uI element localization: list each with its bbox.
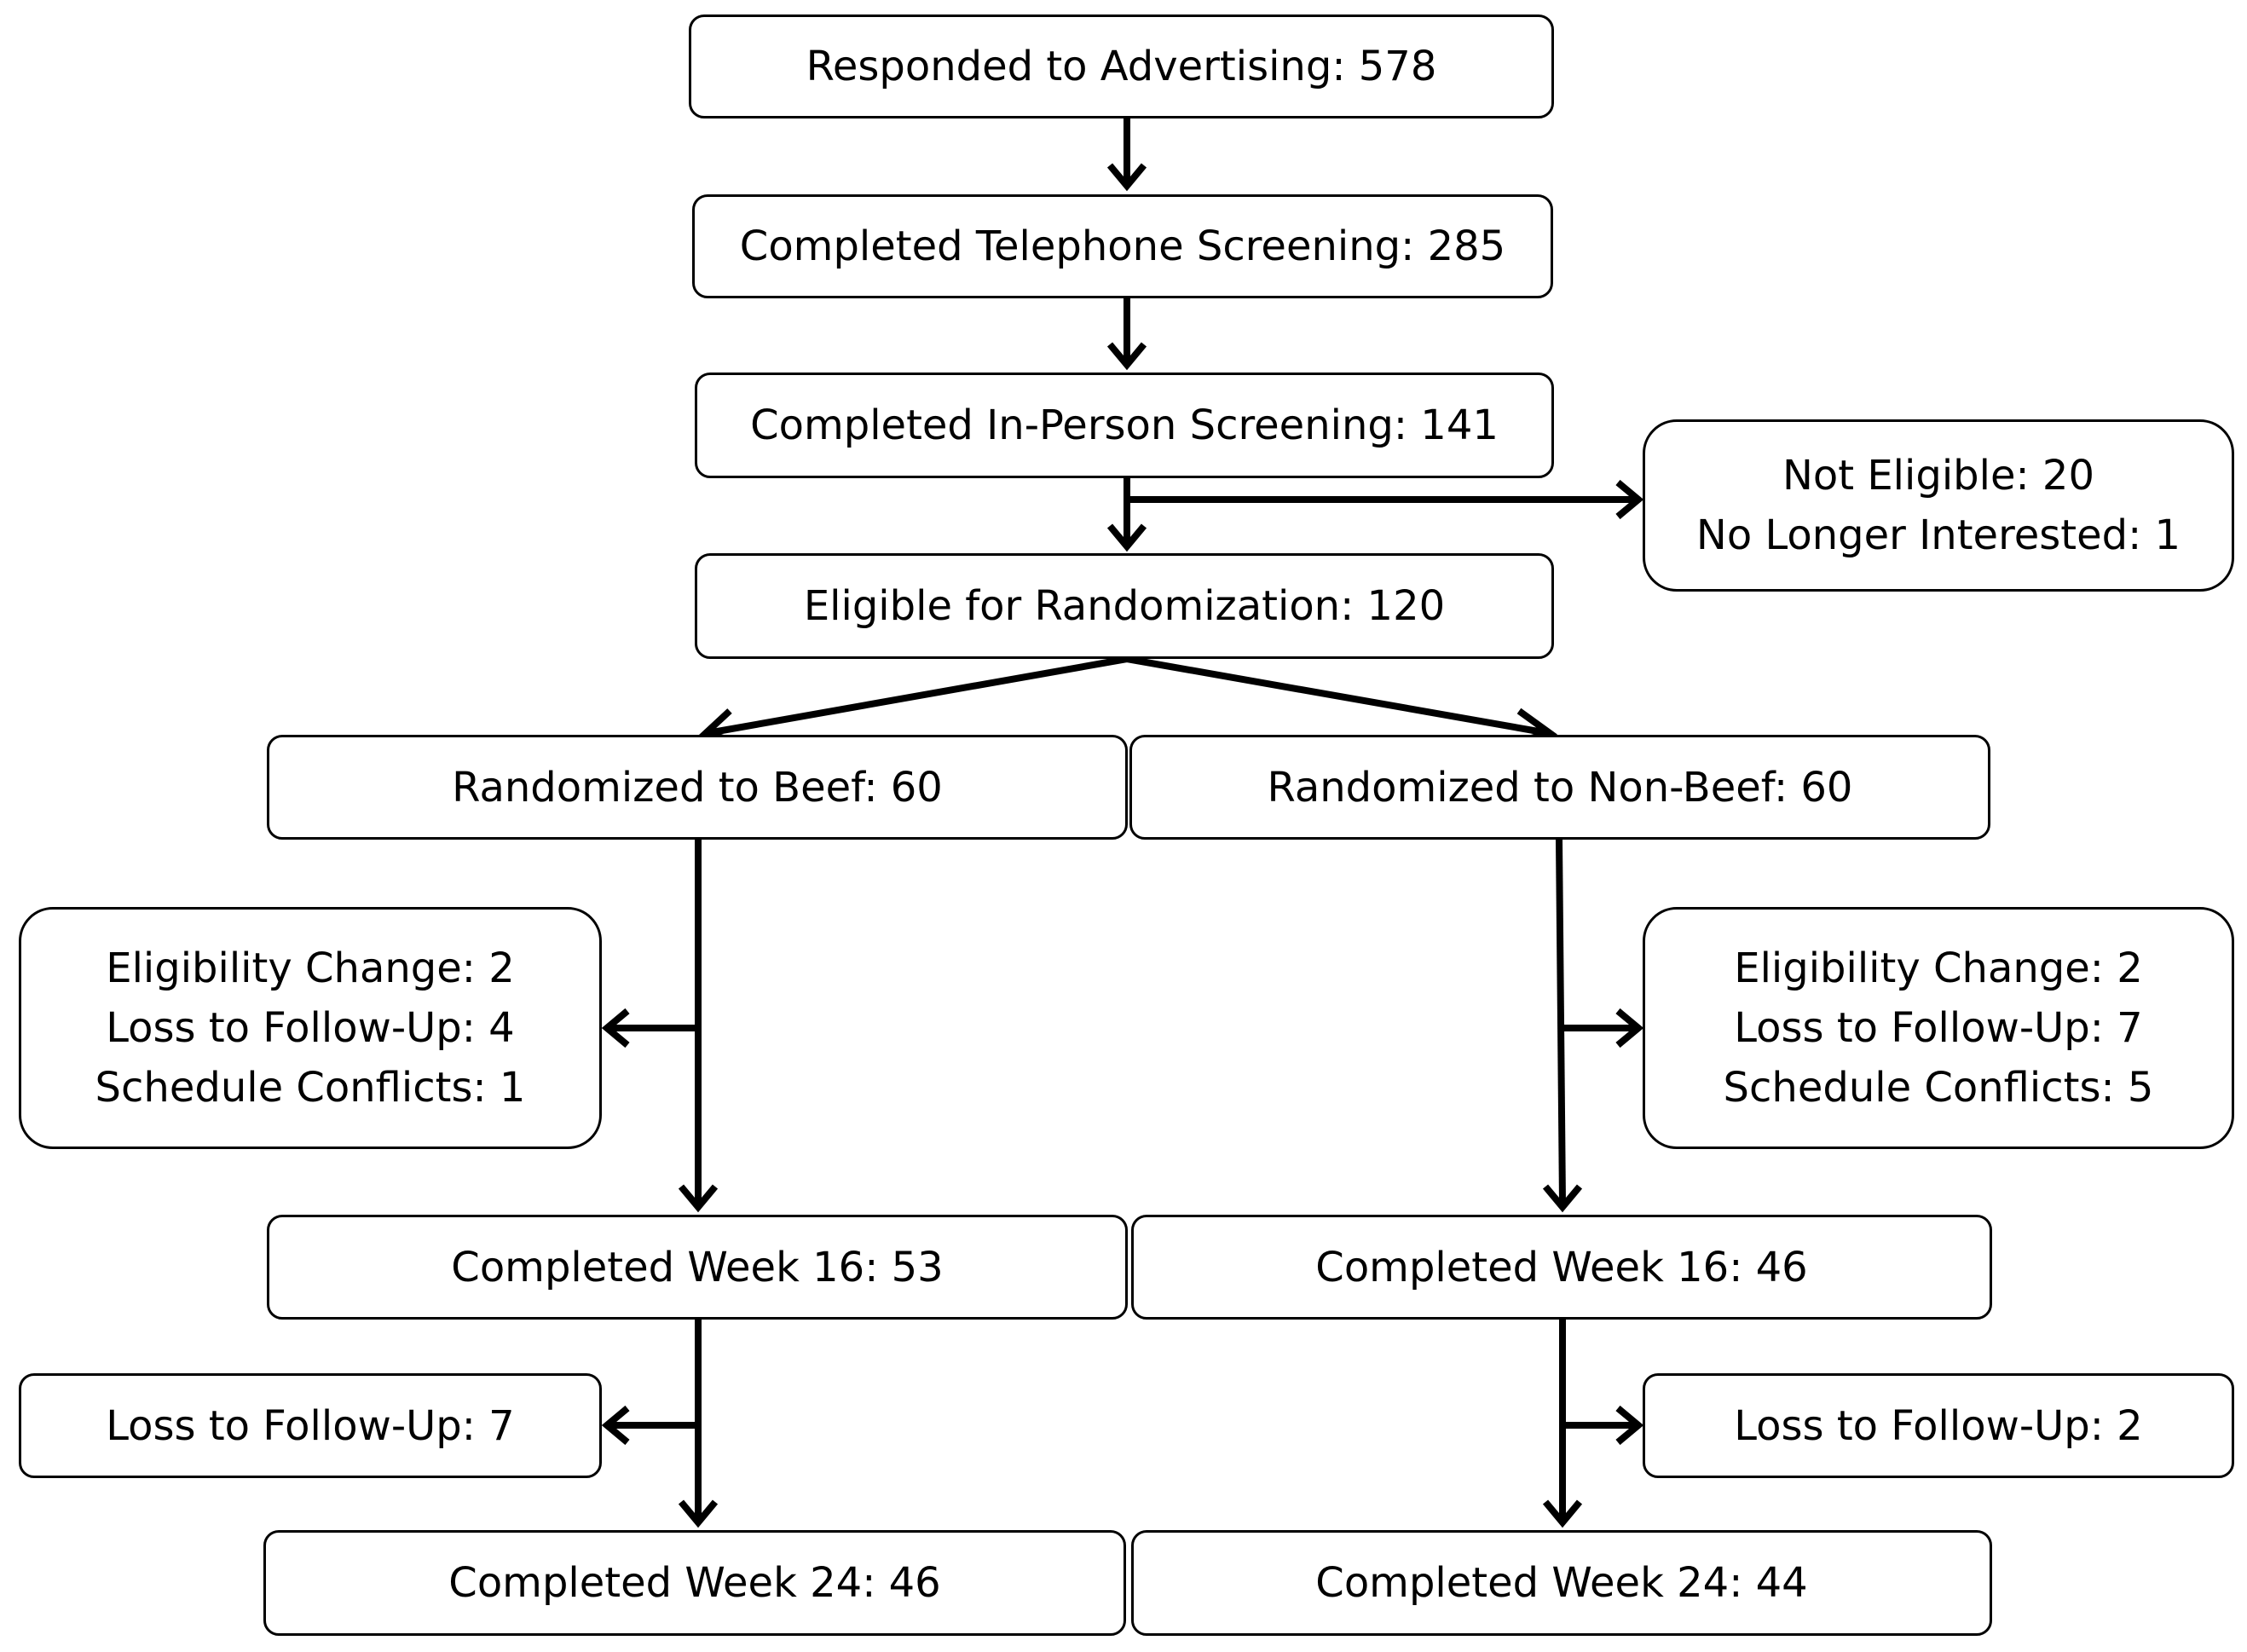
inperson-screening-box: Completed In-Person Screening: 141	[695, 373, 1554, 478]
arrowhead-screening-exclusion	[1615, 479, 1644, 520]
no-longer-interested-label: No Longer Interested: 1	[1695, 511, 2181, 559]
nonbeef-exclusion-week24-box: Loss to Follow-Up: 2	[1643, 1373, 2234, 1478]
nonbeef-week16-box: Completed Week 16: 46	[1131, 1215, 1992, 1320]
beef-week16-box: Completed Week 16: 53	[267, 1215, 1128, 1320]
arrow-eligible-to-nonbeef	[1126, 656, 1549, 736]
nonbeef-schedule-conflicts-label: Schedule Conflicts: 5	[1723, 1064, 2154, 1112]
responded-label: Responded to Advertising: 578	[806, 43, 1437, 90]
nonbeef-loss-to-followup-label: Loss to Follow-Up: 7	[1734, 1004, 2143, 1052]
beef-week16-label: Completed Week 16: 53	[451, 1243, 944, 1291]
arrowhead-beef-exclusion1	[601, 1008, 630, 1048]
nonbeef-week16-label: Completed Week 16: 46	[1315, 1243, 1808, 1291]
randomized-nonbeef-label: Randomized to Non-Beef: 60	[1267, 763, 1853, 812]
randomized-beef-label: Randomized to Beef: 60	[452, 763, 943, 812]
arrowhead-beef-week24	[678, 1499, 719, 1528]
responded-box: Responded to Advertising: 578	[689, 14, 1554, 118]
arrowhead-telephone	[1106, 163, 1147, 192]
beef-exclusion-week24-box: Loss to Follow-Up: 7	[19, 1373, 602, 1478]
arrow-nonbeef-to-week16	[1556, 839, 1566, 1204]
arrowhead-nonbeef-week16	[1542, 1184, 1583, 1213]
randomized-nonbeef-box: Randomized to Non-Beef: 60	[1129, 735, 1990, 840]
eligible-box: Eligible for Randomization: 120	[695, 553, 1554, 659]
nonbeef-week24-label: Completed Week 24: 44	[1315, 1559, 1808, 1607]
arrowhead-nonbeef-exclusion1	[1615, 1008, 1644, 1048]
beef-exclusion-week16-box: Eligibility Change: 2 Loss to Follow-Up:…	[19, 907, 602, 1149]
arrowhead-eligible	[1106, 523, 1147, 552]
nonbeef-week24-loss-label: Loss to Follow-Up: 2	[1734, 1401, 2143, 1450]
beef-week24-label: Completed Week 24: 46	[448, 1559, 941, 1607]
eligible-label: Eligible for Randomization: 120	[803, 582, 1446, 630]
beef-week24-loss-label: Loss to Follow-Up: 7	[106, 1401, 515, 1450]
telephone-screening-label: Completed Telephone Screening: 285	[739, 222, 1506, 270]
telephone-screening-box: Completed Telephone Screening: 285	[692, 194, 1553, 298]
arrow-eligible-to-beef	[707, 656, 1128, 736]
not-eligible-label: Not Eligible: 20	[1782, 452, 2094, 500]
nonbeef-week24-box: Completed Week 24: 44	[1131, 1530, 1992, 1636]
randomized-beef-box: Randomized to Beef: 60	[267, 735, 1128, 840]
inperson-screening-label: Completed In-Person Screening: 141	[750, 401, 1499, 449]
screening-exclusion-box: Not Eligible: 20 No Longer Interested: 1	[1643, 419, 2234, 592]
beef-schedule-conflicts-label: Schedule Conflicts: 1	[95, 1064, 526, 1112]
beef-eligibility-change-label: Eligibility Change: 2	[106, 944, 515, 992]
arrowhead-nonbeef-week24	[1542, 1499, 1583, 1528]
arrowhead-nonbeef-exclusion2	[1615, 1405, 1644, 1446]
beef-week24-box: Completed Week 24: 46	[263, 1530, 1126, 1636]
nonbeef-exclusion-week16-box: Eligibility Change: 2 Loss to Follow-Up:…	[1643, 907, 2234, 1149]
beef-loss-to-followup-label: Loss to Follow-Up: 4	[106, 1004, 515, 1052]
arrowhead-inperson	[1106, 342, 1147, 371]
arrowhead-beef-exclusion2	[601, 1405, 630, 1446]
nonbeef-eligibility-change-label: Eligibility Change: 2	[1734, 944, 2143, 992]
arrowhead-beef-week16	[678, 1184, 719, 1213]
